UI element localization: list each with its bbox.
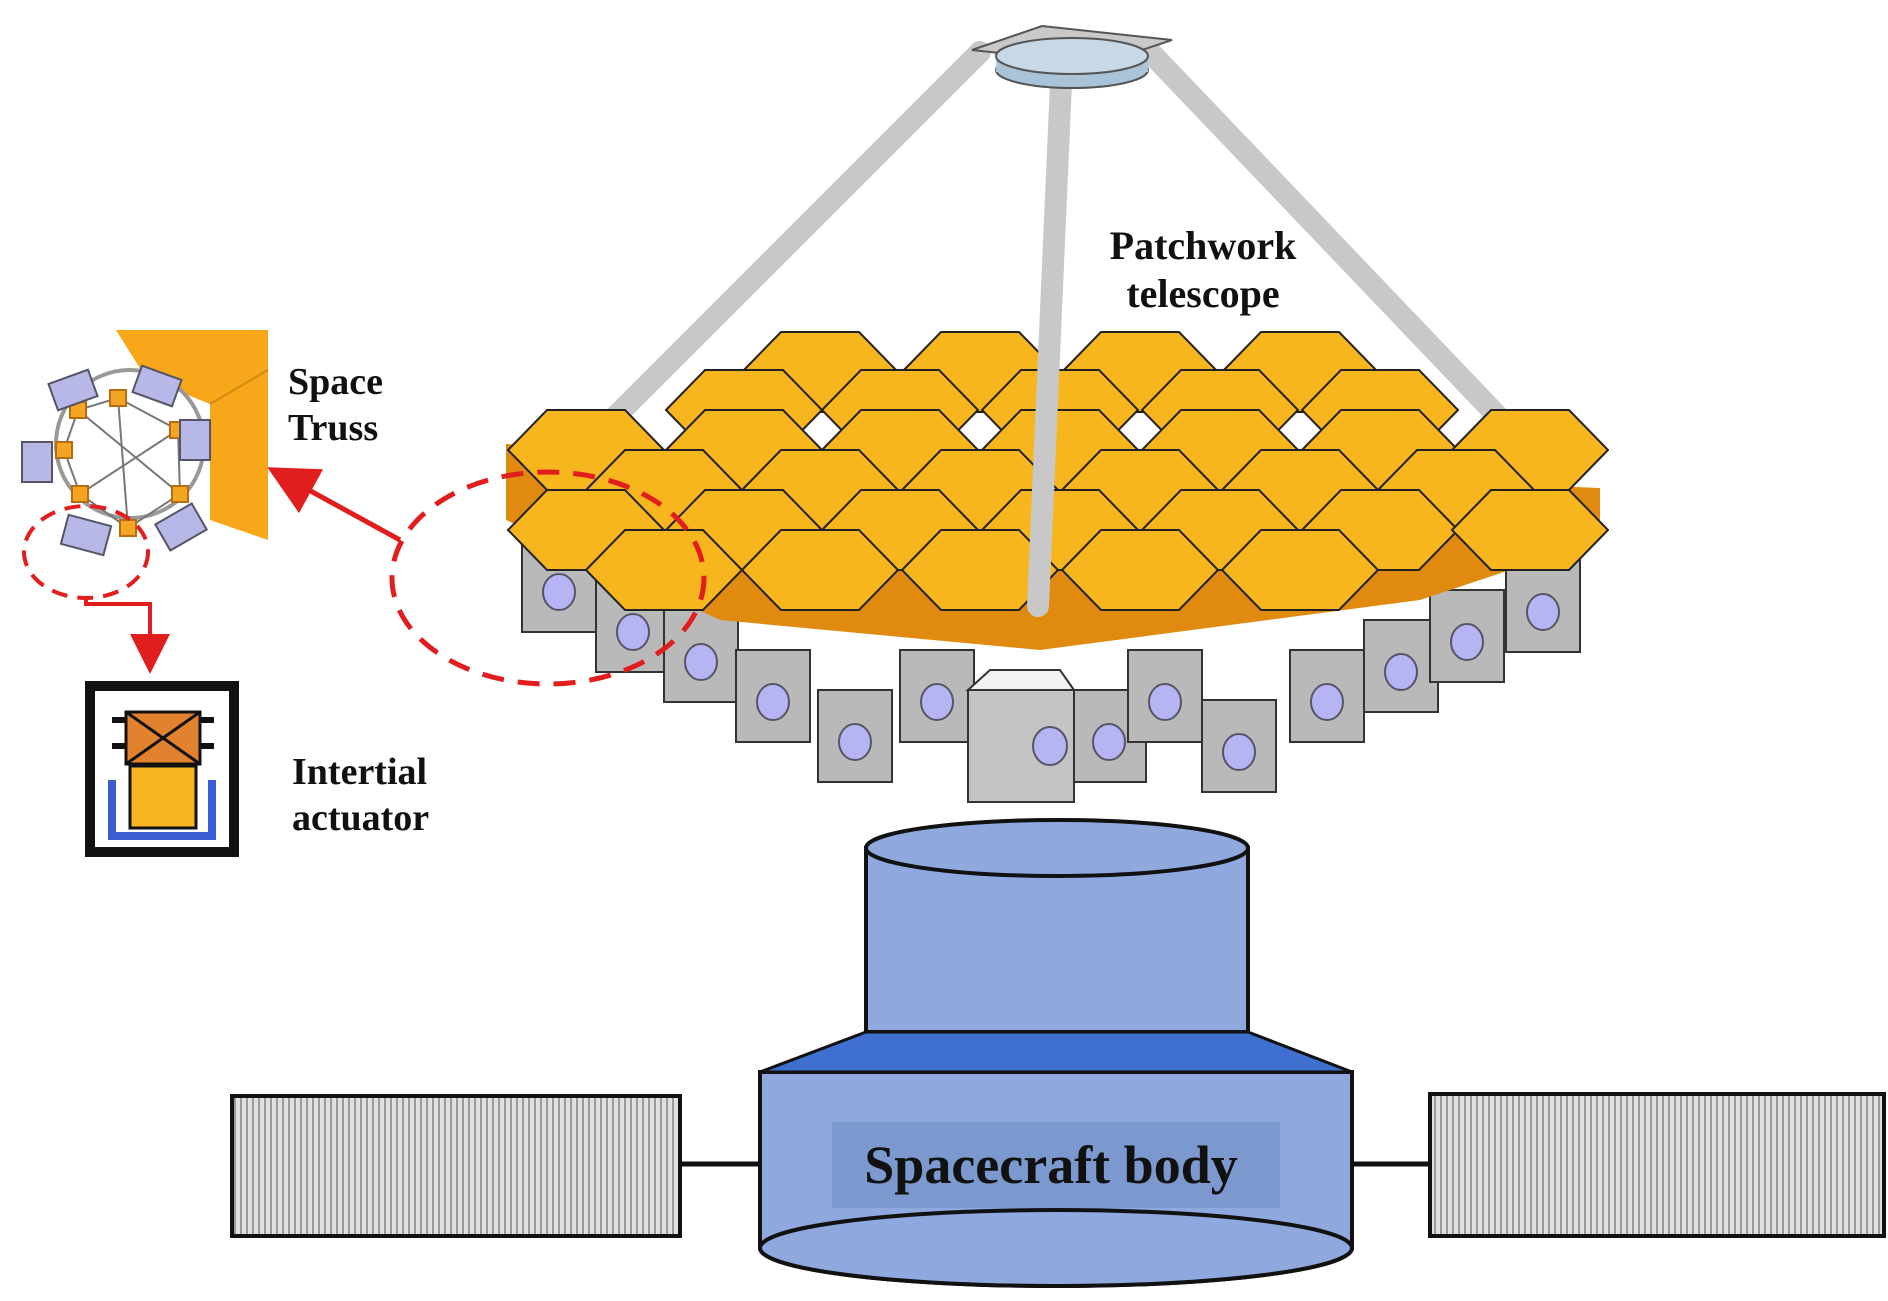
callout-arrow (267, 467, 402, 543)
spacecraft-body (758, 818, 1354, 1288)
actuator-label-line1: Intertial (292, 751, 428, 793)
mirror-segment (740, 529, 900, 611)
mirror-segment (1060, 529, 1220, 611)
space-truss-label: Space Truss (288, 360, 383, 451)
right-solar-panel (1428, 1092, 1886, 1238)
patchwork-telescope-label: Patchwork telescope (1088, 222, 1318, 318)
patchwork-label-line1: Patchwork (1109, 223, 1297, 268)
telescope-struts (593, 41, 1541, 461)
truss-label-line1: Space (288, 361, 383, 403)
actuator-module (1127, 649, 1203, 743)
mirror-segment (1220, 529, 1380, 611)
actuator-label-line2: actuator (292, 796, 430, 839)
patchwork-label-line2: telescope (1126, 271, 1280, 316)
actuator-module (1289, 649, 1365, 743)
actuator-module (817, 689, 893, 783)
actuator-module (1201, 699, 1277, 793)
actuator-module (1363, 619, 1439, 713)
actuator-module (735, 649, 811, 743)
left-solar-panel (230, 1094, 682, 1238)
actuator-module (899, 649, 975, 743)
secondary-mirror-hub (971, 24, 1173, 89)
inertial-actuator-detail (85, 681, 239, 857)
actuator-module (1505, 559, 1581, 653)
mirror-segment (1450, 489, 1610, 571)
spacecraft-body-label: Spacecraft body (864, 1135, 1238, 1195)
space-truss-detail (21, 330, 269, 674)
segmented-mirror (506, 331, 1610, 650)
center-strut (1027, 49, 1073, 617)
actuator-modules (521, 539, 1581, 803)
center-module (965, 669, 1076, 803)
inertial-actuator-label: Intertial actuator (292, 750, 429, 841)
actuator-module (1429, 589, 1505, 683)
truss-label-line2: Truss (288, 406, 379, 449)
actuator-module (663, 609, 739, 703)
callout-ellipse (389, 469, 707, 687)
mirror-segment (900, 529, 1060, 611)
actuator-module (521, 539, 597, 633)
